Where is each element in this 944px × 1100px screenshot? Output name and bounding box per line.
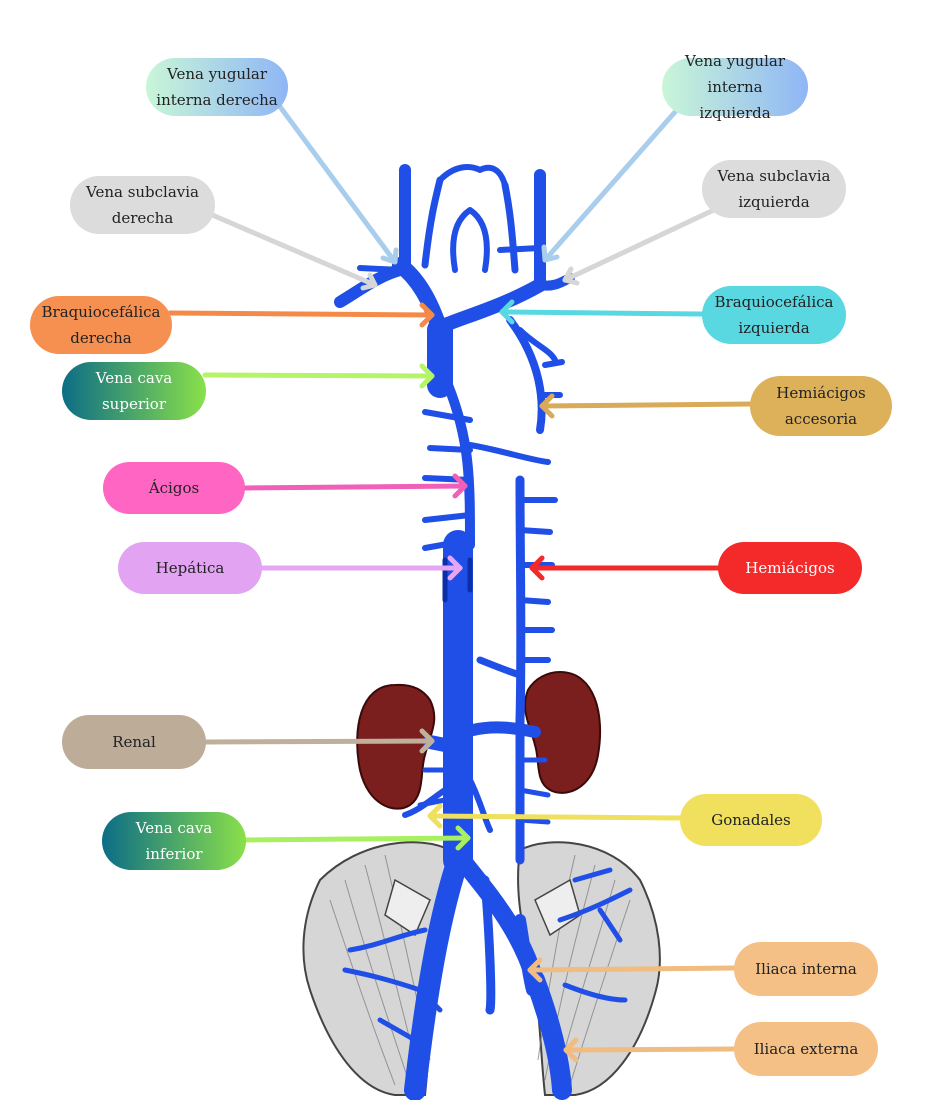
veins	[334, 164, 633, 1100]
left-brachiocephalic	[438, 278, 547, 332]
arrow-yugular-der	[275, 101, 399, 265]
right-brachiocephalic	[392, 257, 448, 338]
left-internal-iliac	[514, 914, 538, 996]
arrow-cava-inf	[242, 825, 471, 851]
arrow-hepatica	[259, 555, 463, 581]
label-hepatica: Hepática	[118, 542, 262, 594]
label-iliaca-externa: Iliaca externa	[734, 1022, 878, 1076]
azygos-vein	[443, 380, 475, 550]
arrow-hemiacigos	[529, 555, 723, 581]
arrow-braquio-der	[167, 302, 435, 328]
arrow-iliaca-ext	[563, 1037, 738, 1063]
label-gonadales: Gonadales	[680, 794, 822, 846]
arrow-yugular-izq	[541, 109, 678, 263]
arrow-gonadales	[427, 803, 685, 829]
left-external-iliac	[525, 970, 572, 1100]
label-renal: Renal	[62, 715, 206, 769]
label-hemiacigos: Hemiácigos	[718, 542, 862, 594]
pelvis	[302, 841, 661, 1096]
arrow-acigos	[242, 473, 468, 499]
right-common-iliac	[404, 849, 469, 1100]
hemiazygos-vein	[515, 475, 526, 865]
label-iliaca-interna: Iliaca interna	[734, 942, 878, 996]
pointer-arrows	[167, 101, 755, 1063]
arrow-subclavia-izq	[562, 205, 721, 286]
right-kidney	[356, 683, 436, 810]
arrow-renal	[202, 728, 435, 754]
left-renal-vein	[467, 721, 541, 738]
arrow-braquio-izq	[499, 299, 705, 325]
arrow-subclavia-der	[207, 211, 378, 291]
label-acigos: Ácigos	[103, 462, 245, 514]
left-kidney	[524, 670, 602, 794]
arrow-cava-sup	[202, 363, 435, 389]
arrow-iliaca-int	[527, 957, 738, 983]
arrow-hemi-acc	[539, 393, 755, 419]
